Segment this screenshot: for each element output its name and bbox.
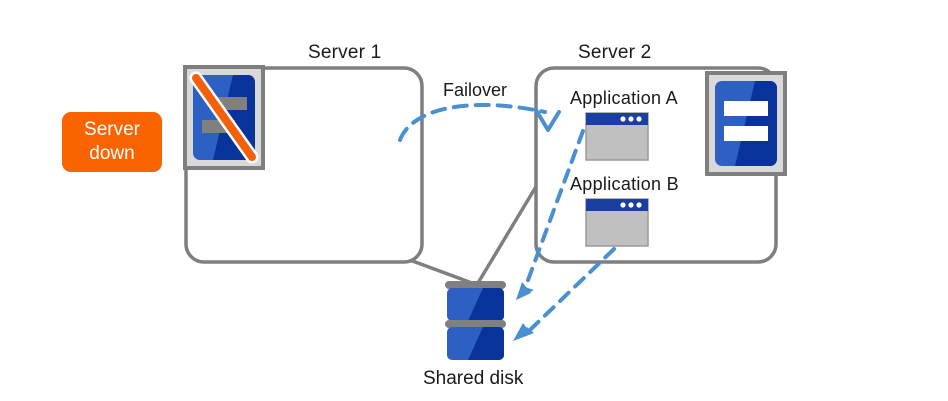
server-down-badge-line2: down (89, 143, 135, 164)
server-down-icon (183, 65, 265, 170)
server-down-strike (192, 74, 256, 161)
server-down-badge-line1: Server (84, 119, 140, 140)
server-down-badge[interactable]: Server down (62, 112, 162, 172)
disk-cap-middle (445, 320, 506, 328)
server-ok-icon (705, 71, 787, 176)
app-b-label: Application B (570, 174, 679, 194)
server1-title: Server 1 (308, 42, 382, 63)
appA-to-disk-arrow (516, 129, 585, 300)
app-window-icon-a[interactable] (585, 112, 649, 161)
shared-disk-icon[interactable] (445, 281, 506, 360)
appB-to-disk-arrow (513, 247, 616, 341)
connector-server2-to-disk (476, 183, 539, 285)
server2-bar-top (724, 101, 768, 116)
app-a-label: Application A (570, 88, 678, 108)
server2-bar-bottom (724, 126, 768, 141)
failover-label: Failover (443, 80, 508, 100)
failover-arrow (398, 102, 561, 142)
disk-cap-top (445, 281, 506, 289)
server2-title: Server 2 (578, 42, 652, 63)
shared-disk-label: Shared disk (423, 368, 524, 389)
app-window-icon-b[interactable] (585, 198, 649, 247)
